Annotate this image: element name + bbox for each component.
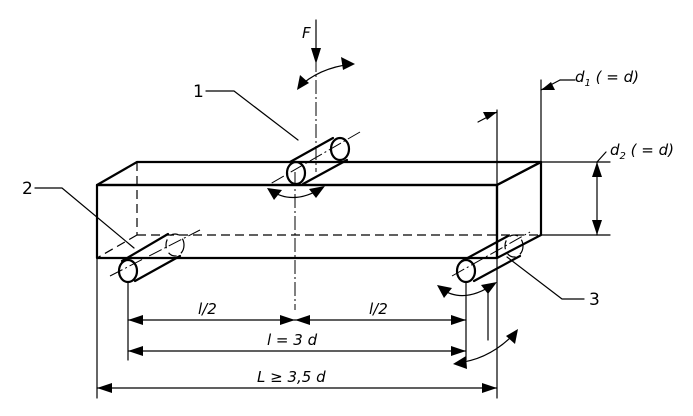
force-indicator: F <box>294 19 321 310</box>
dimension-d1-label: d1 ( = d) <box>575 68 639 89</box>
callout-2-label: 2 <box>22 179 33 199</box>
specimen-end-face <box>495 160 543 260</box>
specimen-hidden-edges <box>96 162 541 259</box>
callout-1-label: 1 <box>193 82 204 102</box>
callout-3: 3 <box>506 256 600 310</box>
extension-lines <box>96 257 498 399</box>
lower-right-rotation-arc <box>453 329 518 369</box>
dimension-half-span-left: l/2 <box>127 300 296 325</box>
dimension-half-span-right: l/2 <box>294 300 467 325</box>
top-rotation-arc <box>297 57 355 90</box>
specimen-front-face <box>95 183 499 260</box>
force-label: F <box>302 24 311 42</box>
half-span-left-label: l/2 <box>198 300 217 318</box>
callout-1: 1 <box>193 82 299 141</box>
callout-2: 2 <box>22 179 135 249</box>
dimension-span: l = 3 d <box>127 331 467 356</box>
dimension-length: L ≥ 3,5 d <box>96 368 498 393</box>
callout-3-label: 3 <box>589 290 600 310</box>
right-roller-rotation-arc <box>437 282 497 298</box>
left-support-roller <box>109 229 201 284</box>
length-label: L ≥ 3,5 d <box>257 368 326 386</box>
dimension-d2: d2 ( = d) <box>540 141 674 236</box>
dimension-d1: d1 ( = d) <box>477 68 639 186</box>
force-arrow <box>311 48 321 64</box>
dimension-d2-label: d2 ( = d) <box>610 141 674 162</box>
loading-roller <box>269 131 361 186</box>
specimen-top-face <box>95 160 543 187</box>
half-span-right-label: l/2 <box>369 300 388 318</box>
span-label: l = 3 d <box>267 331 318 349</box>
loading-roller-rotation-arc <box>267 186 325 200</box>
